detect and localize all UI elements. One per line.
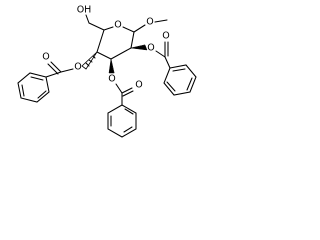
bond-c4-carbonyl-to-ring xyxy=(45,71,62,78)
hash-stroke-2 xyxy=(88,59,93,63)
bond-c3-c4 xyxy=(96,51,112,60)
bond-c4-carbonyl-o-b xyxy=(47,63,59,75)
hash-stroke-3 xyxy=(85,62,90,67)
o2-carbonyl-label: O xyxy=(162,31,169,42)
hash-stroke-1 xyxy=(92,55,96,59)
ring-oxygen-label: O xyxy=(114,20,121,31)
pyranose-ring xyxy=(96,26,135,60)
c4-phenyl-double-1 xyxy=(30,76,44,81)
c4-phenyl-double-3 xyxy=(37,90,47,99)
c3-phenyl-ring xyxy=(107,104,137,138)
c4-benzoate-group: O O xyxy=(17,51,98,103)
bond-o1-methyl xyxy=(154,19,168,23)
bond-o4-carbonyl-c xyxy=(60,68,74,73)
bond-ringO-c1 xyxy=(122,26,135,33)
bond-c2-c3 xyxy=(110,47,132,60)
anomeric-oxygen-label: O xyxy=(146,17,153,28)
c4-phenyl-double-2 xyxy=(21,84,25,97)
c3-phenyl-double-2 xyxy=(123,126,133,133)
c4-phenyl-ring xyxy=(17,72,50,103)
bond-c1-c2 xyxy=(130,31,135,49)
bond-c6-oh xyxy=(85,14,90,24)
c3-phenyl-double-1 xyxy=(124,108,134,115)
hydroxyl-label: OH xyxy=(77,5,92,16)
c2-phenyl-ring xyxy=(163,64,197,96)
bond-c3-carbonyl-o-a xyxy=(121,87,133,94)
c3-benzoate-group: O O xyxy=(107,58,143,138)
bond-o2-carbonyl-c xyxy=(155,50,166,58)
c2-phenyl-double-1 xyxy=(172,68,186,72)
wedge-c3-o3 xyxy=(108,58,115,74)
bond-o3-carbonyl-c xyxy=(115,83,123,94)
o2-label: O xyxy=(147,43,154,54)
o4-carbonyl-label: O xyxy=(42,52,49,63)
c2-phenyl-double-3 xyxy=(166,81,176,92)
hashed-c4-o4 xyxy=(81,51,98,70)
bond-c5-ringO xyxy=(103,26,114,31)
o3-label: O xyxy=(108,74,115,85)
bond-carbonyl-to-ring xyxy=(164,56,171,69)
bond-c4-carbonyl-o-a xyxy=(50,61,62,73)
bond-c3-carbonyl-o-b xyxy=(122,90,134,97)
o3-carbonyl-label: O xyxy=(135,80,142,91)
bond-c5-c6 xyxy=(88,22,105,31)
c2-benzoate-group: O O xyxy=(130,31,197,96)
chemical-structure-diagram: OH O O O O O O xyxy=(17,5,197,138)
hydroxymethyl-group: OH xyxy=(77,5,105,31)
bond-c1-o1 xyxy=(133,24,146,33)
o4-label: O xyxy=(74,62,81,73)
c2-phenyl-double-2 xyxy=(186,77,193,91)
bond-c4-c5 xyxy=(96,29,105,53)
methoxy-group: O xyxy=(133,17,168,33)
wedge-c2-o2 xyxy=(130,44,148,51)
